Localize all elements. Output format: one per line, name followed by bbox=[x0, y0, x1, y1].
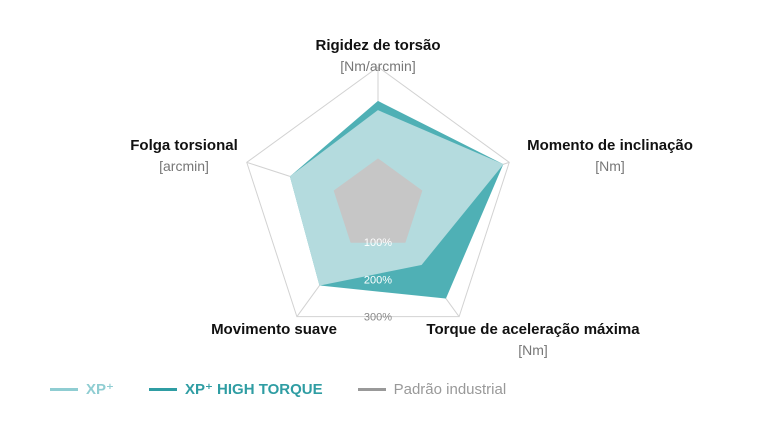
ring-2 bbox=[246, 66, 510, 318]
axis-label-movimento: Movimento suave bbox=[211, 319, 337, 340]
axis-unit: [arcmin] bbox=[159, 158, 209, 174]
axis-unit: [Nm/arcmin] bbox=[340, 58, 416, 74]
axis-name: Momento de inclinação bbox=[527, 137, 693, 154]
legend-label: XP⁺ bbox=[86, 381, 114, 398]
legend-swatch bbox=[148, 387, 177, 391]
axis-label-rigidez: Rigidez de torsão [Nm/arcmin] bbox=[315, 35, 440, 77]
legend-swatch bbox=[357, 387, 386, 391]
axis-label-momento: Momento de inclinação [Nm] bbox=[527, 135, 693, 177]
ring-label-0: 100% bbox=[364, 237, 392, 249]
axis-label-torque: Torque de aceleração máxima [Nm] bbox=[426, 319, 639, 361]
ring-label-2: 300% bbox=[364, 312, 392, 324]
radar-series bbox=[290, 101, 504, 299]
axis-unit: [Nm] bbox=[518, 342, 548, 358]
legend-swatch bbox=[50, 387, 78, 391]
legend-label: XP⁺ HIGH TORQUE bbox=[184, 381, 323, 398]
legend-item-xp-high-torque: XP⁺ HIGH TORQUE bbox=[148, 380, 323, 398]
ring-label-1: 200% bbox=[364, 274, 392, 286]
legend-label: Padrão industrial bbox=[393, 380, 507, 398]
axis-name: Movimento suave bbox=[211, 321, 337, 338]
axis-unit: [Nm] bbox=[595, 158, 625, 174]
axis-name: Folga torsional bbox=[130, 137, 238, 154]
axis-name: Torque de aceleração máxima bbox=[426, 321, 640, 338]
legend-item-xp: XP⁺ bbox=[50, 380, 114, 398]
legend: XP⁺ XP⁺ HIGH TORQUE Padrão industrial bbox=[50, 379, 541, 399]
axis-label-folga: Folga torsional [arcmin] bbox=[130, 135, 238, 177]
series-area-0 bbox=[333, 158, 423, 243]
ring-labels: 100% 200% 300% bbox=[364, 237, 392, 323]
legend-item-padrao: Padrão industrial bbox=[357, 380, 507, 398]
axis-name: Rigidez de torsão bbox=[315, 37, 441, 54]
